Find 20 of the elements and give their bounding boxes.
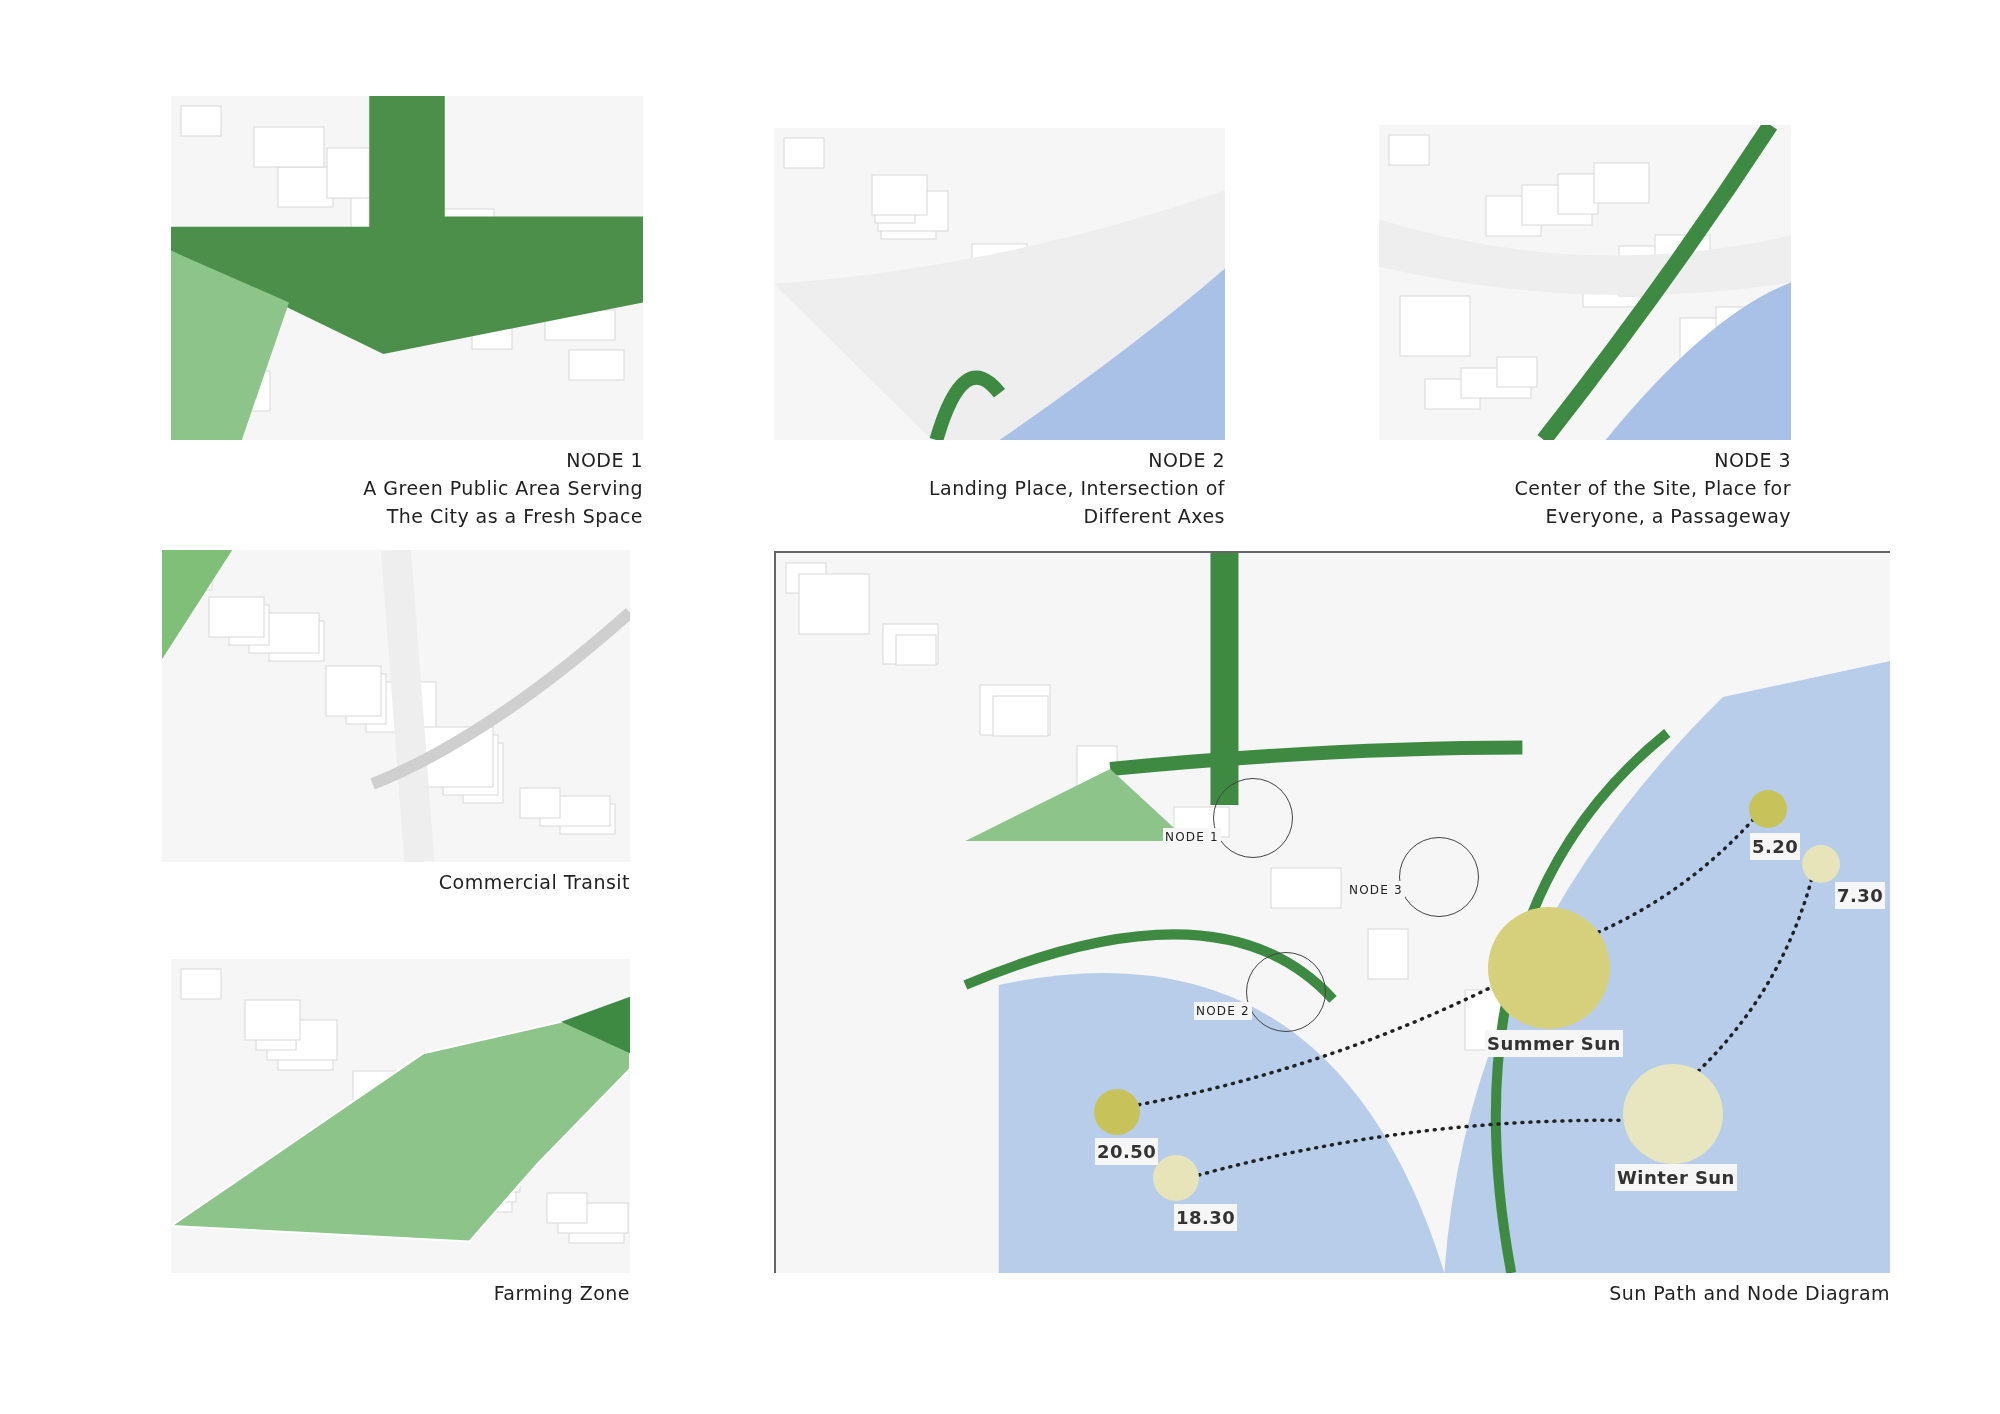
sun-label: 7.30: [1835, 882, 1886, 909]
sun-label: 5.20: [1750, 833, 1801, 860]
panel-title: NODE 2: [1148, 448, 1225, 473]
sun-path-line: [1137, 985, 1493, 1107]
panel-title: Farming Zone: [493, 1281, 630, 1306]
panel-caption: A Green Public Area Serving The City as a Fresh Space: [362, 476, 643, 529]
panel-title: NODE 3: [1714, 448, 1791, 473]
sun-path-line: [1696, 878, 1814, 1073]
node-label: NODE 3: [1347, 881, 1405, 899]
sun-label: Winter Sun: [1615, 1164, 1737, 1191]
panel-caption: Center of the Site, Place for Everyone, a Passageway: [1513, 476, 1791, 529]
panel-title: Commercial Transit: [438, 870, 630, 895]
panel-caption: Landing Place, Intersection of Different Axes: [928, 476, 1225, 529]
sun-label: 18.30: [1174, 1204, 1238, 1231]
sun-label: Summer Sun: [1485, 1030, 1623, 1057]
sun-path-line: [1596, 818, 1755, 934]
panel-title: NODE 1: [566, 448, 643, 473]
panel-title: Sun Path and Node Diagram: [1609, 1281, 1890, 1306]
sun-label: 20.50: [1095, 1138, 1159, 1165]
node-label: NODE 2: [1194, 1002, 1252, 1020]
